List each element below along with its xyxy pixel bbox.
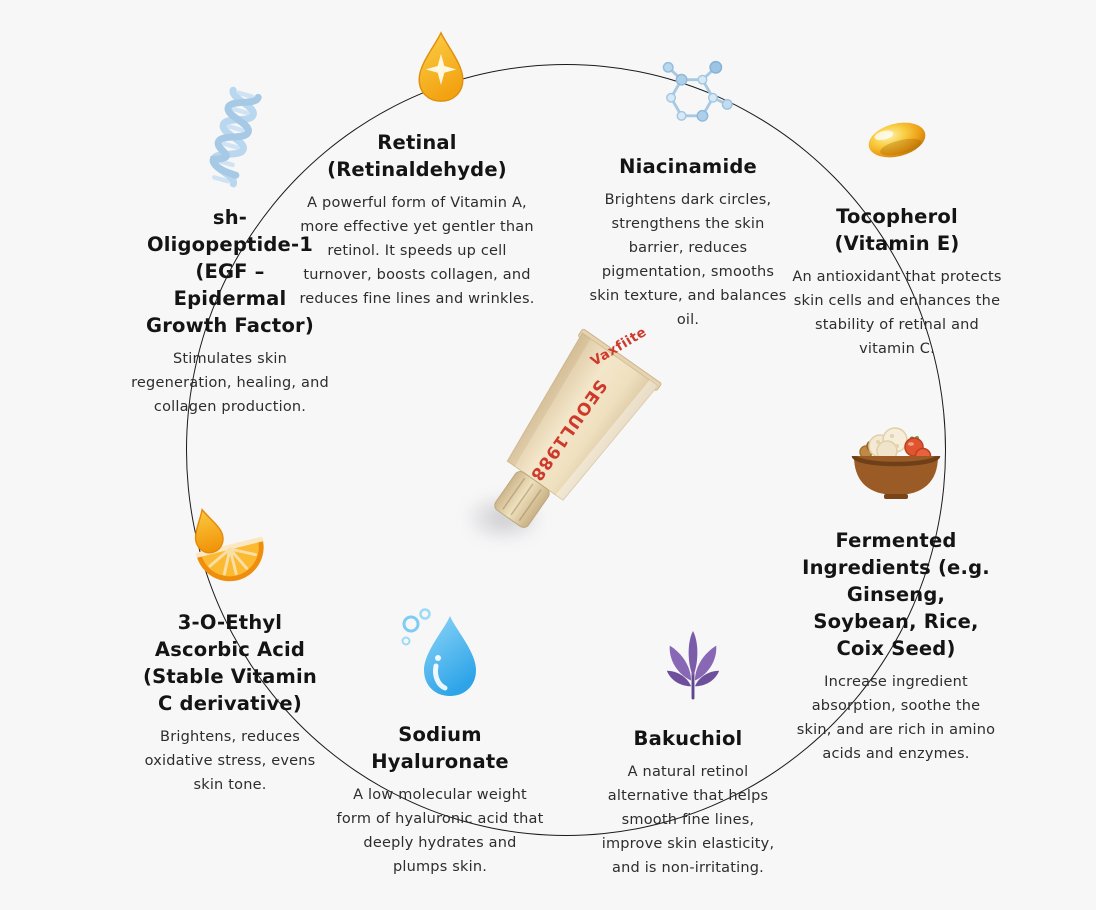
dna-icon: [201, 86, 265, 188]
ingredient-name: Retinal (Retinaldehyde): [327, 131, 507, 181]
vitamin-e-capsule-icon: [864, 114, 930, 166]
orange-slice-icon: [192, 502, 268, 596]
ingredient-description: Stimulates skin regeneration, healing, a…: [131, 350, 329, 415]
ingredient-niacinamide: Niacinamide Brightens dark circles, stre…: [588, 54, 788, 332]
fermented-bowl-icon: [850, 422, 942, 502]
ingredient-name: Bakuchiol: [633, 727, 743, 750]
ingredient-description: An antioxidant that protects skin cells …: [792, 268, 1002, 357]
ingredient-tocopherol: Tocopherol (Vitamin E) An antioxidant th…: [791, 114, 1003, 361]
retinal-droplet-icon: [412, 30, 470, 104]
ingredient-description: Brightens dark circles, strengthens the …: [589, 191, 787, 329]
ingredient-name: Fermented Ingredients (e.g. Ginseng, Soy…: [802, 529, 990, 660]
ingredient-vitamin-c: 3-O-Ethyl Ascorbic Acid (Stable Vitamin …: [132, 502, 328, 797]
ingredient-sodium-hyaluronate: Sodium Hyaluronate A low molecular weigh…: [336, 608, 544, 879]
product-tube: SEOUL1988: [470, 318, 662, 558]
ingredient-fermented: Fermented Ingredients (e.g. Ginseng, Soy…: [792, 422, 1000, 766]
ingredient-name: Sodium Hyaluronate: [371, 723, 509, 773]
ingredient-name: Niacinamide: [619, 155, 757, 178]
molecule-icon: [649, 54, 735, 132]
ingredient-bakuchiol: Bakuchiol A natural retinol alternative …: [590, 626, 786, 880]
ingredient-name: sh- Oligopeptide-1 (EGF – Epidermal Grow…: [146, 206, 314, 337]
bakuchiol-plant-icon: [661, 626, 725, 702]
ingredient-sh-oligopeptide-1: sh- Oligopeptide-1 (EGF – Epidermal Grow…: [124, 86, 336, 419]
water-droplet-icon: [398, 608, 482, 702]
ingredient-retinal: Retinal (Retinaldehyde) A powerful form …: [296, 30, 538, 311]
ingredient-description: A powerful form of Vitamin A, more effec…: [299, 194, 535, 308]
ingredient-name: 3-O-Ethyl Ascorbic Acid (Stable Vitamin …: [143, 611, 317, 715]
ingredient-circle: [186, 64, 946, 836]
ingredient-description: Brightens, reduces oxidative stress, eve…: [144, 728, 316, 793]
ingredient-description: A natural retinol alternative that helps…: [601, 763, 775, 877]
ingredient-name: Tocopherol (Vitamin E): [834, 205, 960, 255]
ingredient-description: A low molecular weight form of hyaluroni…: [336, 786, 544, 875]
ingredient-description: Increase ingredient absorption, soothe t…: [796, 673, 996, 762]
